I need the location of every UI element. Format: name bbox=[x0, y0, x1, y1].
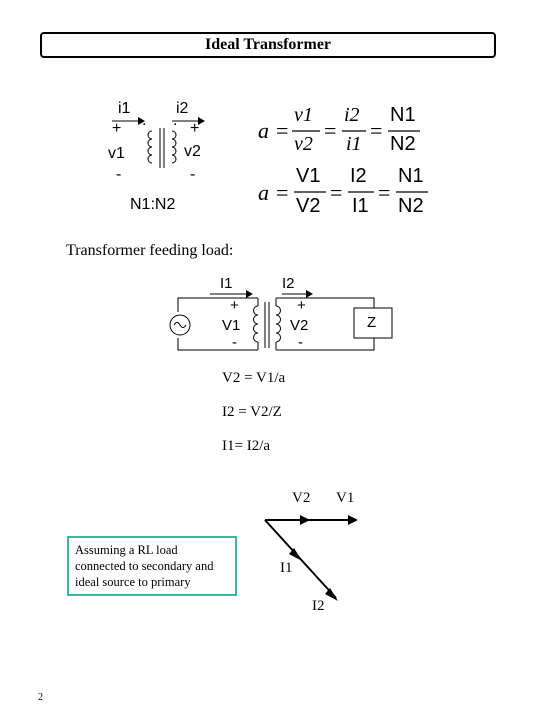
V1-arrowhead bbox=[348, 515, 358, 525]
label-plus1: + bbox=[112, 120, 122, 137]
I1-arrowhead-phasor bbox=[289, 548, 302, 561]
formula-v2: V2 = V1/a bbox=[222, 370, 286, 386]
secondary-coil bbox=[171, 130, 177, 164]
label2-minus1: - bbox=[232, 334, 237, 351]
label2-minus2: - bbox=[298, 334, 303, 351]
eq2-N2: N2 bbox=[398, 195, 424, 217]
sine-wave-icon bbox=[173, 322, 187, 328]
label-v1: v1 bbox=[108, 145, 125, 162]
formula-i1: I1= I2/a bbox=[222, 438, 271, 454]
eq1-a: a bbox=[258, 118, 269, 143]
eq1-equals-3: = bbox=[370, 118, 383, 143]
primary-coil-2 bbox=[253, 305, 259, 343]
label-plus2: + bbox=[190, 120, 200, 137]
assumption-note: Assuming a RL load connected to secondar… bbox=[67, 536, 237, 596]
eq2-V2: V2 bbox=[296, 195, 321, 217]
primary-coil bbox=[147, 130, 153, 164]
eq2-N1: N1 bbox=[398, 165, 424, 187]
eq1-v1: v1 bbox=[294, 104, 313, 126]
label-minus1: - bbox=[116, 166, 122, 183]
phasor-label-I2: I2 bbox=[312, 598, 325, 614]
label2-plus2: + bbox=[297, 297, 306, 314]
label-i2: i2 bbox=[176, 100, 189, 117]
phasor-label-I1: I1 bbox=[280, 560, 293, 576]
label-v2: v2 bbox=[184, 143, 201, 160]
V2-arrowhead bbox=[300, 515, 310, 525]
i2-arrowhead bbox=[198, 117, 205, 125]
eq2-equals-3: = bbox=[378, 180, 391, 205]
eq1-equals-2: = bbox=[324, 118, 337, 143]
label-i1: i1 bbox=[118, 100, 131, 117]
page-number: 2 bbox=[38, 692, 43, 703]
load-heading: Transformer feeding load: bbox=[66, 242, 234, 259]
eq2-I2: I2 bbox=[350, 165, 367, 187]
secondary-coil-2 bbox=[275, 305, 281, 343]
I1-arrowhead bbox=[246, 290, 253, 298]
label-ratio: N1:N2 bbox=[130, 196, 176, 213]
phasor-label-V1: V1 bbox=[336, 490, 355, 506]
eq2-equals-1: = bbox=[276, 180, 289, 205]
phasor-label-V2: V2 bbox=[292, 490, 311, 506]
formula-i2: I2 = V2/Z bbox=[222, 404, 282, 420]
load-impedance-box bbox=[353, 307, 393, 339]
eq2-equals-2: = bbox=[330, 180, 343, 205]
page-title: Ideal Transformer bbox=[40, 32, 496, 58]
I2-arrowhead-phasor bbox=[325, 588, 338, 601]
i1-arrowhead bbox=[138, 117, 145, 125]
label2-plus1: + bbox=[230, 297, 239, 314]
label-Z: Z bbox=[367, 314, 377, 331]
label-V1: V1 bbox=[222, 317, 241, 334]
eq1-N2: N2 bbox=[390, 133, 416, 155]
eq2-a: a bbox=[258, 180, 269, 205]
eq1-i2: i2 bbox=[344, 104, 360, 126]
eq1-equals-1: = bbox=[276, 118, 289, 143]
label-minus2: - bbox=[190, 166, 196, 183]
eq1-v2: v2 bbox=[294, 133, 313, 155]
I2-arrowhead bbox=[306, 290, 313, 298]
eq1-i1: i1 bbox=[346, 133, 362, 155]
dot-primary: . bbox=[142, 112, 147, 129]
label-I2: I2 bbox=[282, 275, 295, 292]
label-V2: V2 bbox=[290, 317, 309, 334]
eq2-I1: I1 bbox=[352, 195, 369, 217]
dot-secondary: . bbox=[173, 112, 178, 129]
eq2-V1: V1 bbox=[296, 165, 321, 187]
eq1-N1: N1 bbox=[390, 104, 416, 126]
label-I1: I1 bbox=[220, 275, 233, 292]
